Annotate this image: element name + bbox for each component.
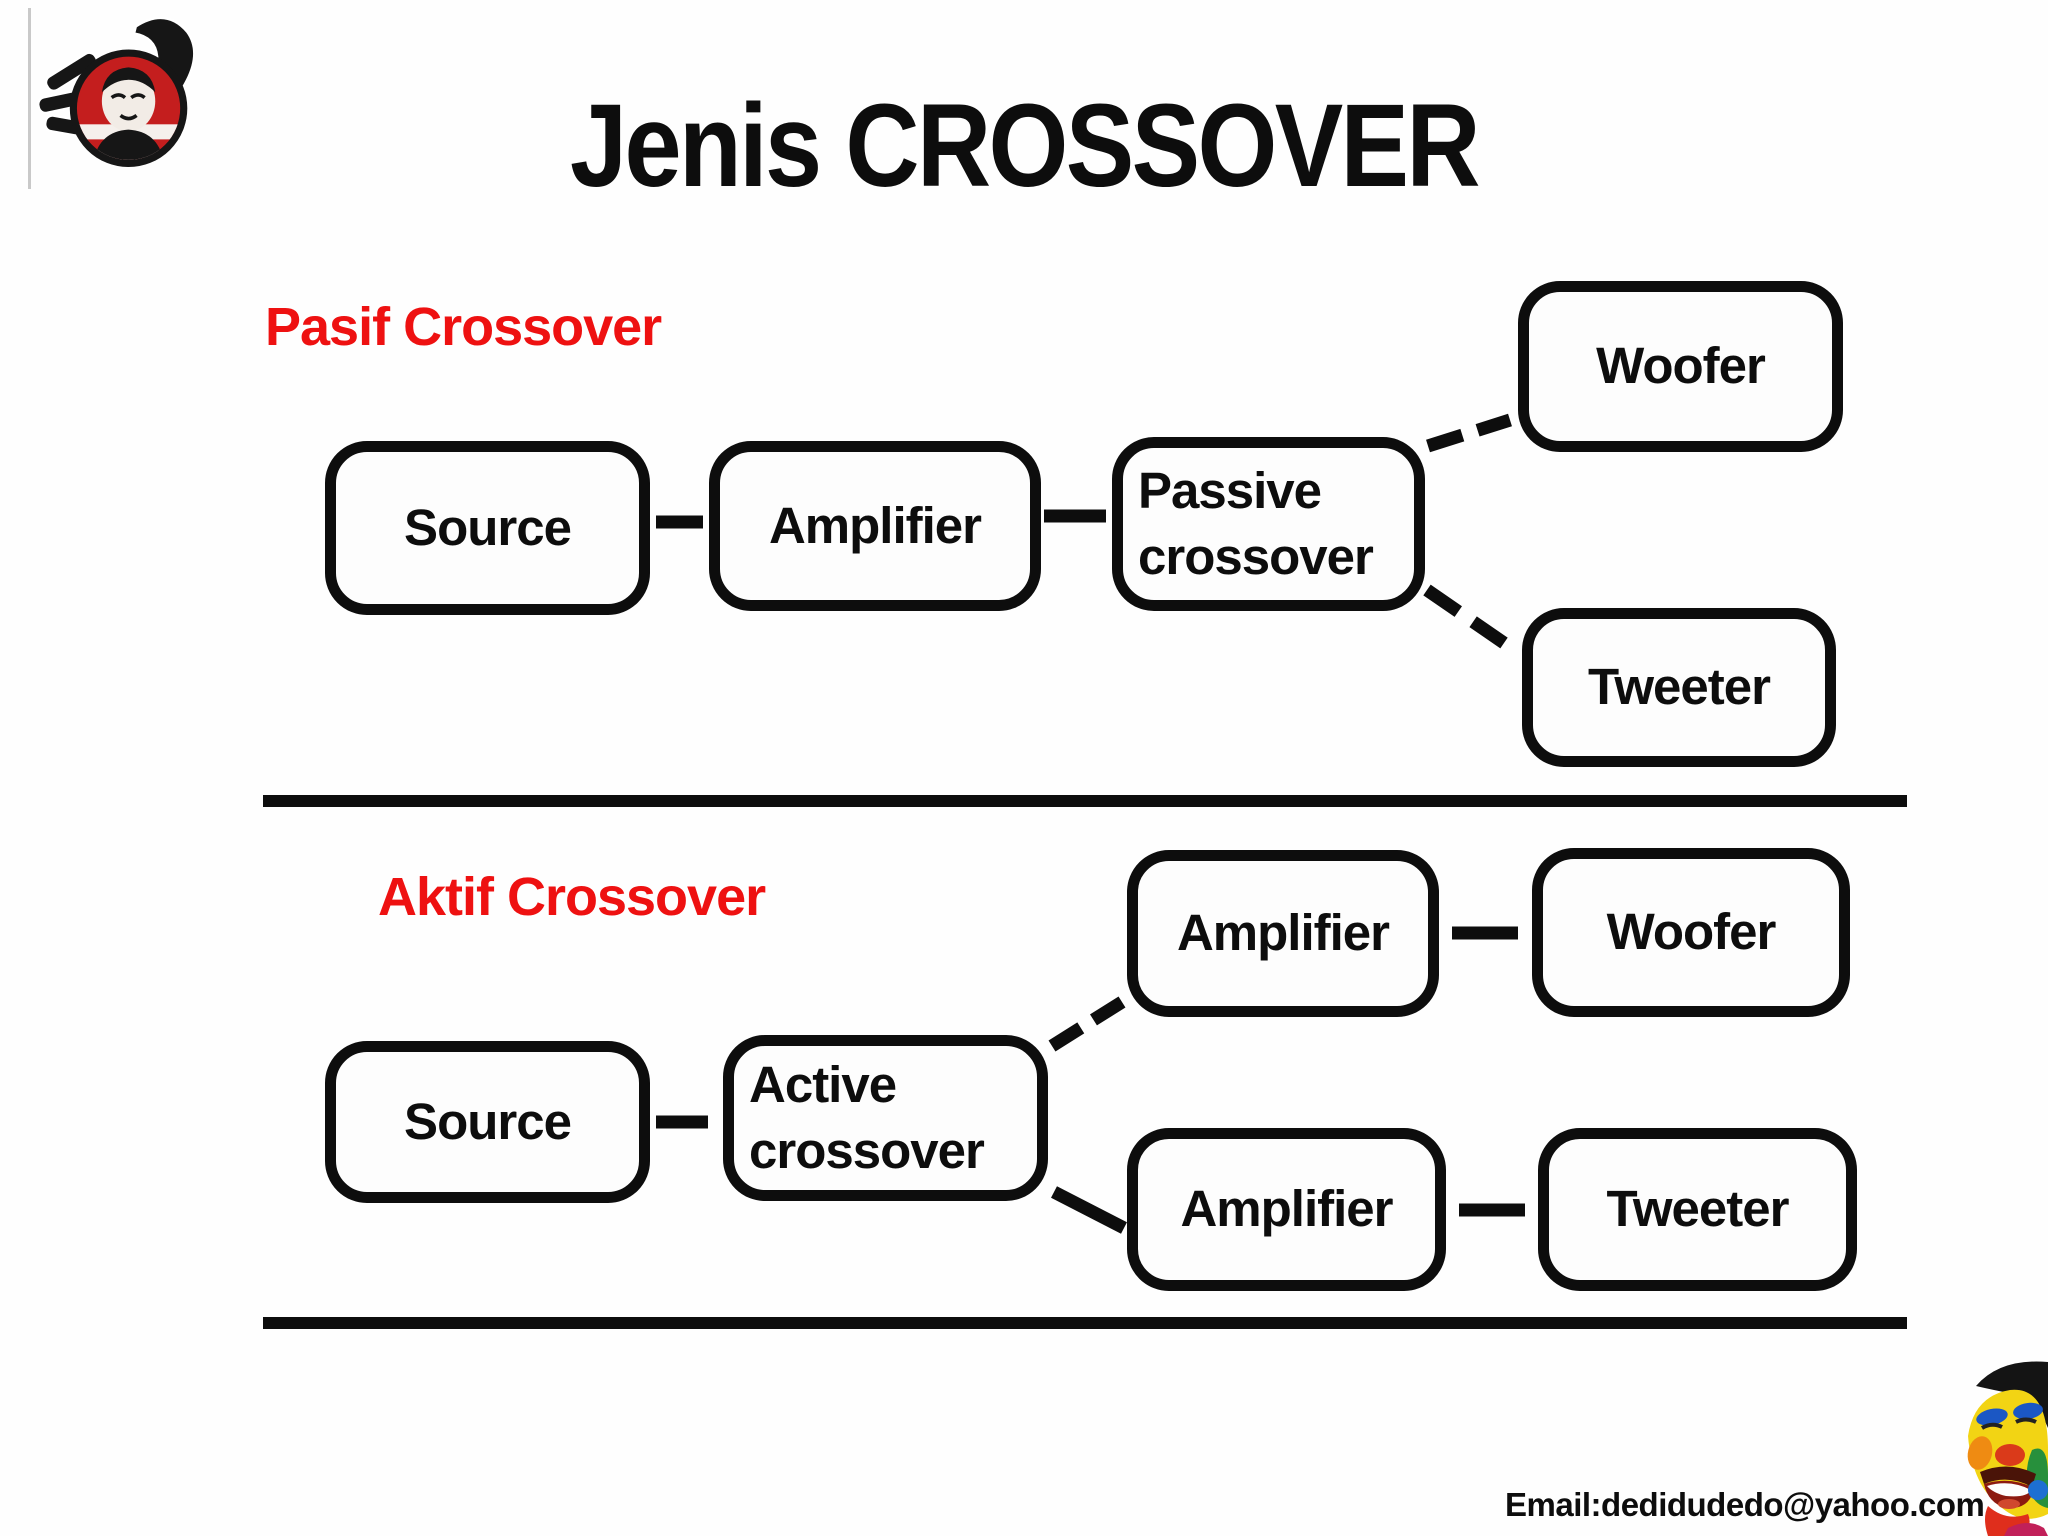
logo-image-edge [28,8,31,189]
email-label: Email:dedidudedo@yahoo.com [1505,1486,1985,1523]
node-pasif-tweeter: Tweeter [1522,608,1836,767]
node-pasif-source: Source [325,441,650,615]
node-active-crossover: Active crossover [723,1035,1048,1201]
node-aktif-source: Source [325,1041,650,1203]
connector-passive-woofer [1426,413,1512,453]
node-aktif-amplifier-tweeter: Amplifier [1127,1128,1446,1291]
heading-aktif-crossover: Aktif Crossover [378,867,766,927]
node-pasif-woofer: Woofer [1518,281,1843,452]
page-title: Jenis CROSSOVER [570,80,1481,212]
broadcaster-logo-icon [36,16,196,168]
connector-passive-tweeter [1423,584,1508,649]
heading-pasif-crossover: Pasif Crossover [265,297,662,357]
node-aktif-tweeter: Tweeter [1538,1128,1857,1291]
node-passive-crossover: Passive crossover [1112,437,1425,611]
pop-art-face-image [1967,1361,2048,1536]
connector-active-amplifier-bottom [1051,1186,1127,1234]
connector-active-amplifier-top [1048,996,1126,1052]
node-aktif-woofer: Woofer [1532,848,1850,1017]
node-aktif-amplifier-woofer: Amplifier [1127,850,1439,1017]
node-pasif-amplifier: Amplifier [709,441,1041,611]
